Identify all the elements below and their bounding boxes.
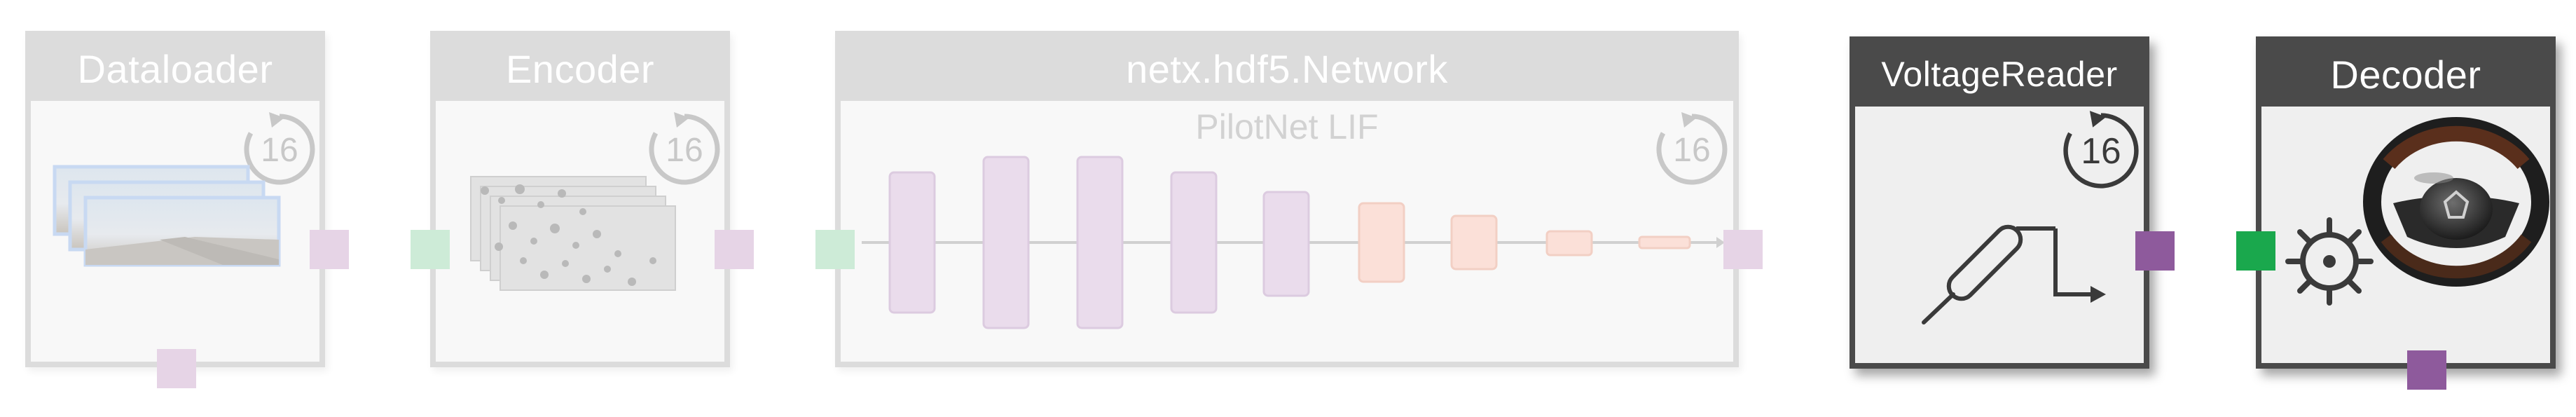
decoder-output-port[interactable]	[2407, 350, 2446, 390]
voltage-reader-output-port[interactable]	[2135, 231, 2175, 271]
encoder-title: Encoder	[436, 36, 724, 101]
encoder-input-port[interactable]	[411, 230, 450, 269]
refresh-16-icon: 16	[244, 112, 315, 185]
dataloader-bottom-port[interactable]	[157, 349, 196, 388]
network-subtitle: PilotNet LIF	[1195, 107, 1379, 146]
conv-layer-5	[1262, 191, 1310, 297]
dense-layer-3	[1545, 230, 1593, 257]
dataloader-badge: 16	[261, 132, 298, 169]
gear-icon	[2285, 217, 2374, 306]
encoded-image-stack	[470, 176, 676, 291]
decoder-block[interactable]: Decoder	[2236, 36, 2556, 390]
road-image-stack	[53, 165, 281, 267]
voltage-reader-title: VoltageReader	[1855, 42, 2144, 107]
encoder-badge: 16	[666, 132, 703, 169]
dataloader-block[interactable]: Dataloader 16	[25, 31, 349, 388]
dense-layer-2	[1450, 214, 1498, 271]
conv-layer-4	[1170, 171, 1218, 314]
refresh-16-icon: 16	[2063, 111, 2139, 189]
network-output-port[interactable]	[1723, 230, 1763, 269]
steering-wheel-icon	[2363, 117, 2549, 287]
dataloader-output-port[interactable]	[310, 230, 349, 269]
refresh-16-icon: 16	[649, 112, 720, 185]
network-block[interactable]: netx.hdf5.Network PilotNet LIF 16	[815, 31, 1763, 367]
decoder-title: Decoder	[2261, 42, 2550, 107]
voltage-reader-badge: 16	[2081, 130, 2121, 171]
encoder-output-port[interactable]	[715, 230, 754, 269]
network-input-port[interactable]	[815, 230, 855, 269]
network-title: netx.hdf5.Network	[841, 36, 1733, 101]
voltage-reader-block[interactable]: VoltageReader 16	[1850, 36, 2175, 369]
conv-layer-2	[982, 156, 1030, 329]
network-badge: 16	[1673, 132, 1710, 169]
dense-layer-4	[1638, 235, 1691, 249]
dataloader-title: Dataloader	[31, 36, 319, 101]
decoder-input-port[interactable]	[2236, 231, 2275, 271]
conv-layer-3	[1076, 156, 1124, 329]
probe-icon	[1922, 224, 2106, 324]
encoder-block[interactable]: Encoder 16	[411, 31, 754, 367]
refresh-16-icon: 16	[1656, 112, 1728, 185]
dense-layer-1	[1358, 202, 1405, 283]
conv-layer-1	[888, 171, 936, 314]
network-layers	[862, 156, 1725, 329]
